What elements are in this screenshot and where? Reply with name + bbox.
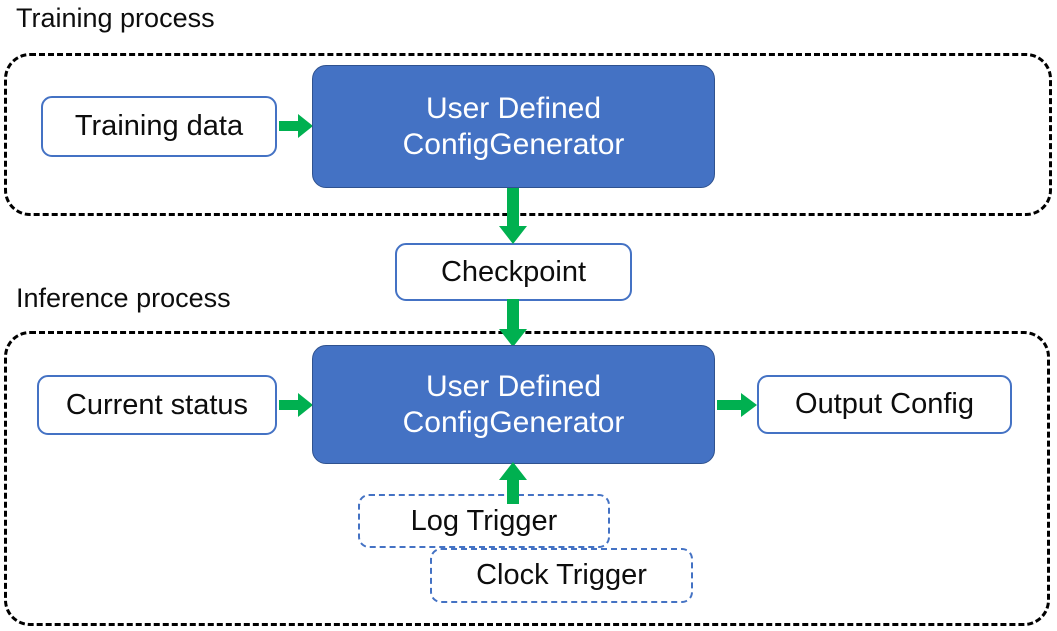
training-process-title: Training process [16, 3, 215, 33]
arrow-training-data-to-process [279, 112, 315, 140]
arrow-training-process-to-checkpoint [497, 186, 531, 246]
inference-process-group [4, 331, 1050, 626]
clock-trigger-box[interactable]: Clock Trigger [430, 548, 693, 603]
training-data-label: Training data [74, 110, 244, 142]
clock-trigger-label: Clock Trigger [476, 559, 647, 591]
output-config-label: Output Config [795, 388, 974, 420]
checkpoint-box[interactable]: Checkpoint [395, 243, 632, 301]
inference-config-generator-line2: ConfigGenerator [402, 405, 625, 439]
current-status-label: Current status [65, 388, 249, 421]
arrow-process-to-output-config [717, 391, 759, 419]
checkpoint-label: Checkpoint [440, 255, 587, 288]
training-data-box[interactable]: Training data [41, 96, 277, 157]
inference-config-generator-box[interactable]: User Defined ConfigGenerator [312, 345, 715, 464]
output-config-box[interactable]: Output Config [757, 375, 1012, 434]
current-status-box[interactable]: Current status [37, 375, 277, 435]
training-config-generator-line1: User Defined [425, 92, 602, 126]
log-trigger-box[interactable]: Log Trigger [358, 494, 610, 548]
training-config-generator-line2: ConfigGenerator [402, 127, 625, 161]
arrow-checkpoint-to-inference-process [497, 299, 531, 349]
arrow-trigger-to-inference-process [497, 462, 531, 506]
log-trigger-label: Log Trigger [410, 504, 558, 537]
inference-config-generator-line1: User Defined [425, 370, 602, 404]
training-config-generator-box[interactable]: User Defined ConfigGenerator [312, 65, 715, 188]
inference-process-title: Inference process [16, 283, 231, 313]
arrow-current-status-to-process [279, 391, 315, 419]
training-process-group [4, 53, 1052, 216]
